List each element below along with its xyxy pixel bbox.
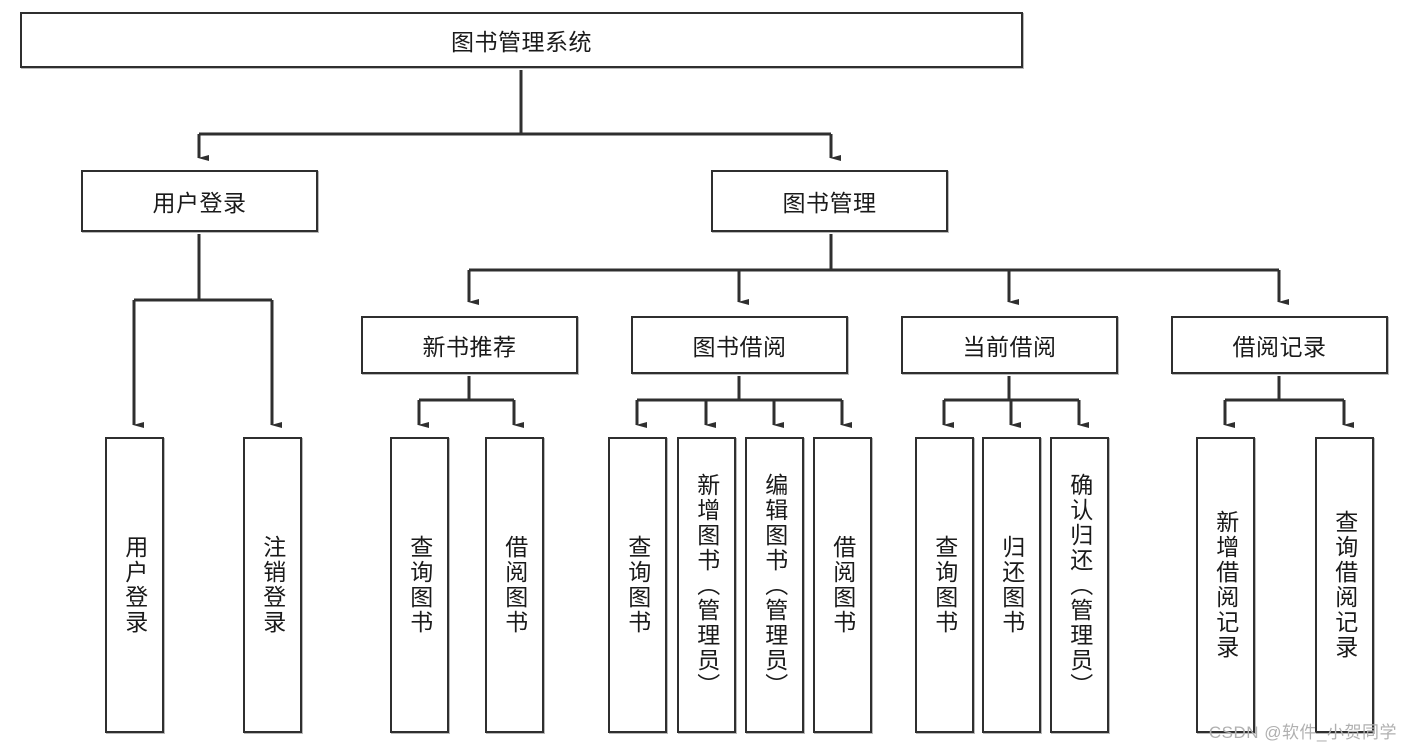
node-root[interactable]: 图书管理系统: [20, 12, 1023, 68]
leaf-borrow-book-2[interactable]: 借阅图书: [813, 437, 872, 733]
leaf-add-record[interactable]: 新增借阅记录: [1196, 437, 1255, 733]
leaf-query-book-1-label: 查询图书: [406, 535, 433, 635]
node-book-borrow[interactable]: 图书借阅: [631, 316, 848, 374]
node-user-login[interactable]: 用户登录: [81, 170, 318, 232]
leaf-query-book-3[interactable]: 查询图书: [915, 437, 974, 733]
leaf-borrow-book-1[interactable]: 借阅图书: [485, 437, 544, 733]
leaf-return-book-label: 归还图书: [998, 535, 1025, 635]
node-borrow-record[interactable]: 借阅记录: [1171, 316, 1388, 374]
leaf-user-login-label: 用户登录: [121, 535, 148, 635]
leaf-add-record-label: 新增借阅记录: [1212, 510, 1239, 660]
node-current-borrow[interactable]: 当前借阅: [901, 316, 1118, 374]
leaf-query-record-label: 查询借阅记录: [1331, 510, 1358, 660]
node-book-borrow-label: 图书借阅: [692, 334, 787, 360]
node-current-borrow-label: 当前借阅: [962, 334, 1057, 360]
leaf-borrow-book-1-label: 借阅图书: [501, 535, 528, 635]
leaf-confirm-return[interactable]: 确认归还（管理员）: [1050, 437, 1109, 733]
leaf-return-book[interactable]: 归还图书: [982, 437, 1041, 733]
leaf-edit-book[interactable]: 编辑图书（管理员）: [745, 437, 804, 733]
leaf-confirm-return-label: 确认归还（管理员）: [1066, 472, 1093, 698]
leaf-add-book-label: 新增图书（管理员）: [693, 472, 720, 698]
node-new-book-recommend[interactable]: 新书推荐: [361, 316, 578, 374]
watermark: CSDN @软件_小贺同学: [1208, 723, 1397, 742]
node-book-manage[interactable]: 图书管理: [711, 170, 948, 232]
leaf-add-book[interactable]: 新增图书（管理员）: [677, 437, 736, 733]
leaf-logout[interactable]: 注销登录: [243, 437, 302, 733]
leaf-query-book-2[interactable]: 查询图书: [608, 437, 667, 733]
leaf-borrow-book-2-label: 借阅图书: [829, 535, 856, 635]
leaf-query-book-2-label: 查询图书: [624, 535, 651, 635]
node-new-book-recommend-label: 新书推荐: [422, 334, 517, 360]
node-user-login-label: 用户登录: [152, 190, 247, 216]
leaf-edit-book-label: 编辑图书（管理员）: [761, 472, 788, 698]
leaf-logout-label: 注销登录: [259, 535, 286, 635]
node-book-manage-label: 图书管理: [782, 190, 877, 216]
leaf-query-book-1[interactable]: 查询图书: [390, 437, 449, 733]
leaf-user-login[interactable]: 用户登录: [105, 437, 164, 733]
leaf-query-book-3-label: 查询图书: [931, 535, 958, 635]
node-root-label: 图书管理系统: [451, 29, 592, 55]
leaf-query-record[interactable]: 查询借阅记录: [1315, 437, 1374, 733]
node-borrow-record-label: 借阅记录: [1232, 334, 1327, 360]
